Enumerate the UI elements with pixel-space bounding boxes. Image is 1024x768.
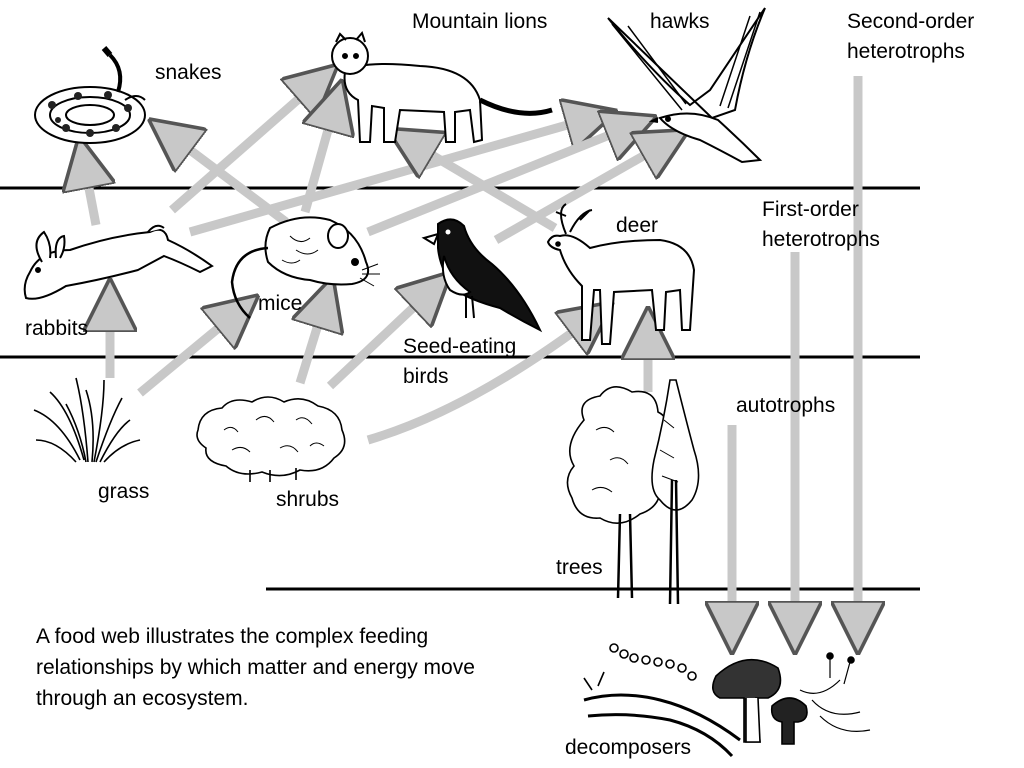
- shrub-illustration: [196, 396, 346, 482]
- label-first-order-heterotrophs: First-order heterotrophs: [762, 198, 880, 251]
- label-rabbits: rabbits: [25, 317, 89, 340]
- label-autotrophs: autotrophs: [736, 394, 836, 417]
- mountain-lion-illustration: [331, 31, 553, 144]
- arrow-birds-to-hawks: [493, 143, 666, 244]
- arrow-mice-to-snakes: [170, 135, 289, 226]
- feeding-arrows: [84, 76, 858, 628]
- arrow-mice-to-mountain-lions: [300, 105, 335, 214]
- arrow-mice-to-hawks: [366, 126, 632, 237]
- seed-eating-bird-illustration: [421, 218, 543, 333]
- arrow-shrubs-to-birds: [326, 290, 432, 390]
- caption-text: A food web illustrates the complex feedi…: [36, 625, 475, 710]
- decomposers-illustration: [583, 643, 871, 758]
- label-hawks: hawks: [650, 10, 710, 33]
- label-decomposers: decomposers: [565, 736, 692, 759]
- arrow-grass-to-mice: [137, 312, 238, 397]
- label-trees: trees: [556, 556, 603, 579]
- snake-illustration: [34, 46, 146, 144]
- hawk-illustration: [607, 7, 766, 164]
- arrow-shrubs-to-deer: [366, 318, 592, 445]
- grass-illustration: [33, 377, 141, 463]
- label-grass: grass: [98, 480, 150, 503]
- label-deer: deer: [616, 214, 659, 237]
- arrow-rabbits-to-snakes: [84, 162, 96, 226]
- label-seed-eating-birds: Seed-eating birds: [403, 335, 517, 388]
- arrow-rabbits-to-mountain-lions: [169, 82, 318, 214]
- label-second-order-heterotrophs: Second-order heterotrophs: [847, 10, 975, 63]
- label-shrubs: shrubs: [276, 488, 340, 511]
- label-mountain-lions: Mountain lions: [412, 10, 548, 33]
- arrow-deer-to-mountain-lions: [410, 142, 558, 232]
- deer-illustration: [546, 203, 696, 345]
- arrow-shrubs-to-mice: [300, 302, 325, 385]
- rabbit-illustration: [23, 224, 214, 300]
- mouse-illustration: [230, 216, 380, 319]
- trees-illustration: [566, 379, 700, 605]
- label-mice: mice: [258, 292, 303, 315]
- label-snakes: snakes: [155, 61, 222, 84]
